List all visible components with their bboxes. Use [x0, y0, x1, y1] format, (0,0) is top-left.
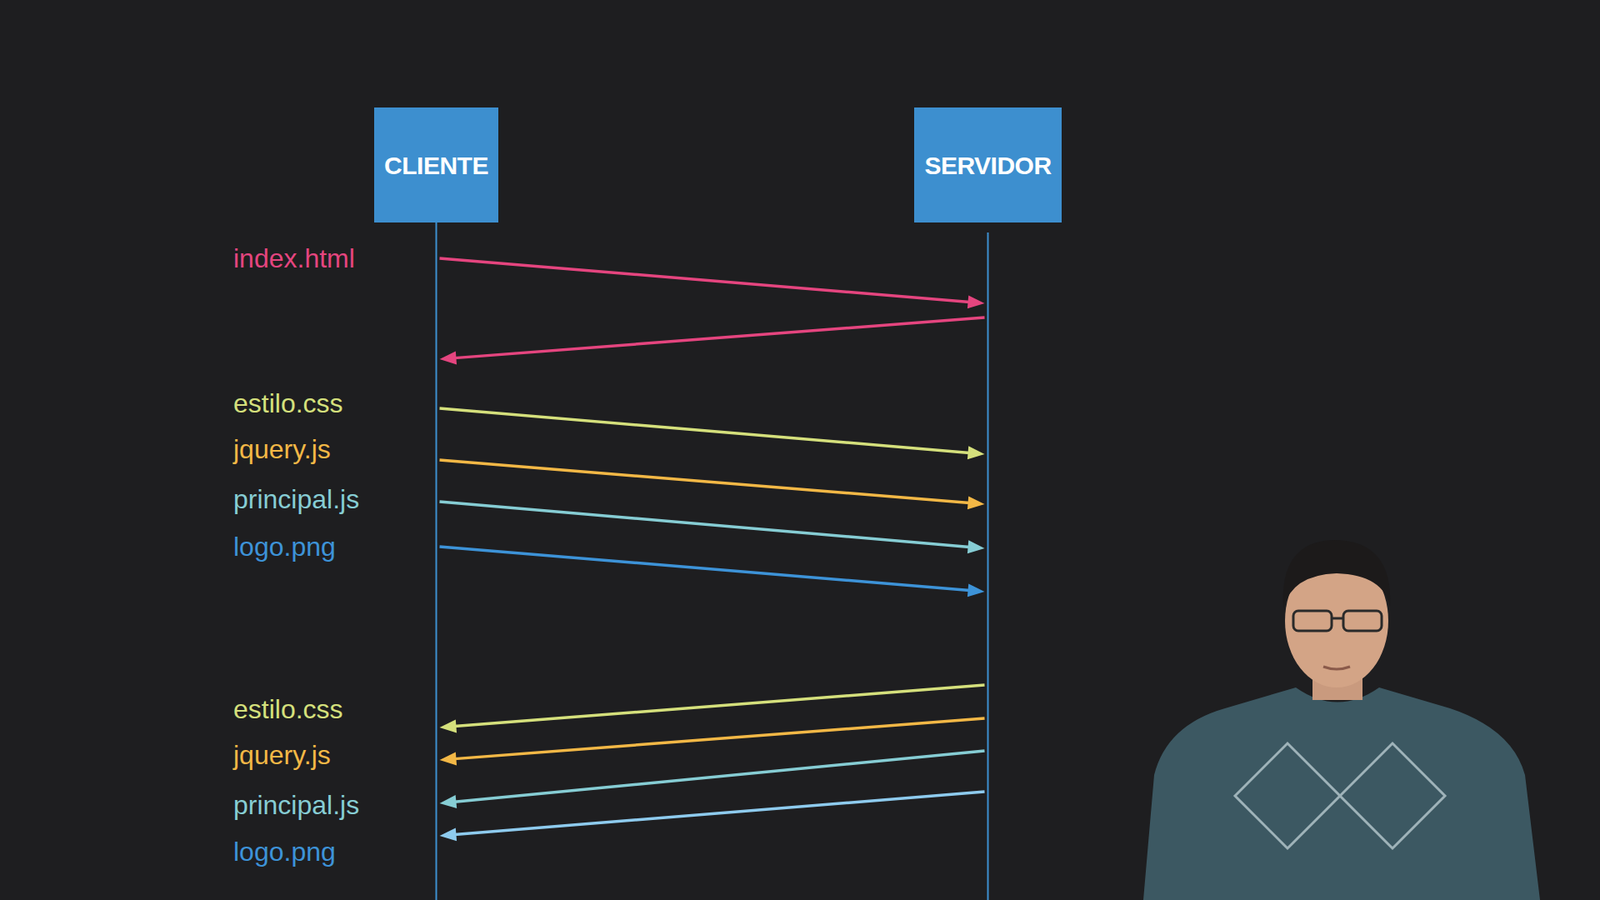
arrow-head [967, 540, 985, 554]
participant-name: SERVIDOR [924, 151, 1051, 180]
arrow-head [440, 751, 458, 765]
message-line [440, 546, 970, 591]
message-line [440, 258, 970, 303]
file-label: logo.png [233, 531, 336, 563]
arrow-head [440, 350, 458, 365]
file-label: principal.js [233, 790, 360, 821]
file-label: principal.js [233, 484, 360, 515]
file-label: logo.png [233, 836, 336, 868]
message-line [440, 501, 970, 547]
message-arrow [440, 501, 985, 554]
lifeline [435, 222, 438, 900]
message-line [454, 685, 985, 727]
arrow-head [440, 827, 458, 841]
message-arrow [440, 408, 985, 460]
message-arrow [440, 460, 985, 510]
message-arrow [440, 546, 985, 597]
lifeline [987, 232, 990, 900]
participant-name: CLIENTE [384, 151, 489, 180]
message-line [454, 791, 985, 835]
file-label: jquery.js [233, 740, 331, 771]
arrow-head [967, 495, 985, 510]
message-line [454, 718, 985, 760]
message-line [440, 408, 970, 453]
message-line [440, 460, 970, 504]
arrow-head [967, 445, 985, 460]
file-label: index.html [233, 243, 355, 275]
file-label: estilo.css [233, 694, 344, 725]
message-arrow [440, 258, 985, 309]
presenter-figure [1143, 540, 1540, 900]
participant-box: SERVIDOR [914, 107, 1062, 223]
arrow-head [967, 583, 985, 597]
file-label: jquery.js [233, 434, 331, 465]
file-label: estilo.css [233, 388, 344, 420]
arrow-head [967, 295, 985, 309]
arrow-head [440, 795, 458, 809]
message-arrow [440, 791, 985, 841]
message-line [454, 750, 985, 802]
arrow-head [440, 719, 458, 733]
participant-box: CLIENTE [374, 107, 499, 223]
message-line [454, 317, 985, 359]
message-arrow [440, 317, 985, 365]
